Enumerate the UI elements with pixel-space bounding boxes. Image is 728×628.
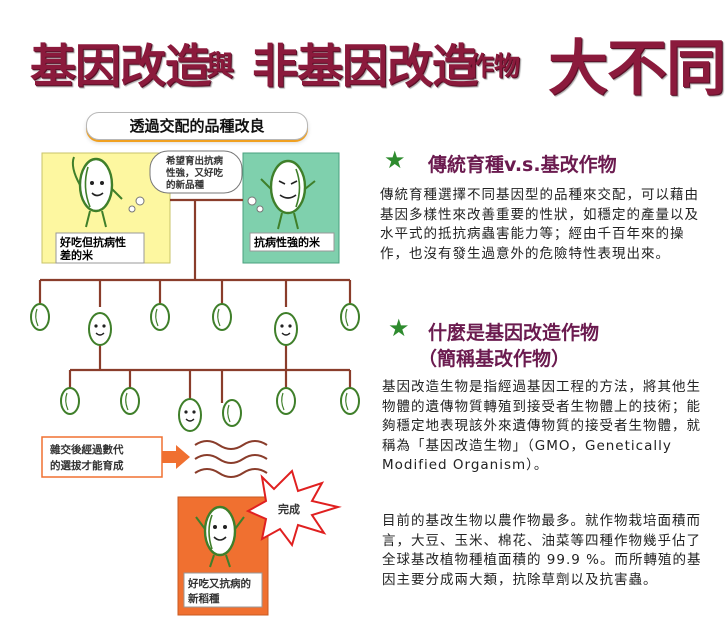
rice-grain-icon: [30, 303, 50, 331]
section2-heading-line1: 什麼是基因改造作物: [428, 322, 600, 344]
title-part-non-gmo: 非基因改造: [252, 39, 478, 93]
rice-grain-icon: [60, 387, 80, 415]
diagram-subtitle-text: 透過交配的品種改良: [129, 117, 265, 135]
left-parent-label-line2: 差的米: [60, 248, 94, 262]
section2-paragraph1: 基因改造生物是指經過基因工程的方法，將其他生物體的遺傳物質轉殖到接受者生物體上的…: [382, 379, 701, 473]
left-parent-label-line1: 好吃但抗病性: [59, 235, 126, 249]
diagram-subtitle: 透過交配的品種改良: [86, 112, 308, 140]
title-part-crops: 作物: [468, 52, 521, 82]
rice-grain-icon: [340, 387, 360, 415]
title-part-gmo: 基因改造: [30, 39, 211, 93]
done-burst-label: 完成: [278, 502, 300, 516]
rice-grain-icon: [150, 303, 170, 331]
selection-note-line1: 雜交後經過數代: [50, 443, 124, 456]
hope-bubble-line1: 希望育出抗病: [166, 155, 224, 167]
rice-grain-icon: [274, 312, 298, 346]
rice-grain-icon: [222, 399, 242, 427]
right-parent-label: 抗病性強的米: [254, 235, 321, 249]
section1-paragraph: 傳統育種選擇不同基因型的品種來交配，可以藉由基因多樣性來改善重要的性狀，如穩定的…: [380, 187, 699, 262]
rice-grain-icon: [120, 387, 140, 415]
title-part-different: 大不同: [548, 34, 726, 104]
selection-note-line2: 的選拔才能育成: [50, 459, 124, 472]
generations-wave: [194, 440, 268, 478]
rice-grain-icon: [178, 398, 202, 432]
rice-grain-icon: [260, 159, 316, 230]
arrow-right-icon: [162, 445, 190, 469]
section1-heading: 傳統育種v.s.基改作物: [428, 154, 617, 176]
result-label-line1: 好吃又抗病的: [187, 577, 251, 590]
result-label-line2: 新稻種: [188, 592, 220, 605]
rice-grain-icon: [71, 156, 123, 228]
breeding-diagram: 好吃但抗病性 差的米 抗病性強的米 希望育出抗病 性強，又好吃 的新品種: [30, 150, 360, 616]
section2-heading-line2: （簡稱基改作物）: [418, 348, 571, 370]
hope-bubble-line3: 的新品種: [166, 179, 205, 191]
star-icon: ★: [388, 314, 410, 342]
star-icon: ★: [384, 146, 406, 174]
family-tree-lines: [38, 198, 352, 400]
page-title: 基因改造 與 非基因改造 作物 大不同: [0, 14, 728, 104]
rice-grain-icon: [212, 303, 232, 331]
title-part-and: 與: [206, 49, 235, 82]
section2-body: 基因改造生物是指經過基因工程的方法，將其他生物體的遺傳物質轉殖到接受者生物體上的…: [382, 378, 704, 476]
rice-grain-icon: [195, 505, 245, 568]
rice-grain-icon: [340, 303, 360, 331]
hope-bubble-line2: 性強，又好吃: [166, 167, 224, 179]
section2-paragraph2: 目前的基改生物以農作物最多。就作物栽培面積而言，大豆、玉米、棉花、油菜等四種作物…: [382, 513, 702, 588]
rice-grain-icon: [88, 312, 112, 346]
burst-icon: [245, 469, 342, 548]
section2-body-2: 目前的基改生物以農作物最多。就作物栽培面積而言，大豆、玉米、棉花、油菜等四種作物…: [382, 512, 704, 590]
section1-body: 傳統育種選擇不同基因型的品種來交配，可以藉由基因多樣性來改善重要的性狀，如穩定的…: [380, 186, 702, 264]
rice-grain-icon: [276, 387, 296, 415]
speech-bubble-icon: [128, 150, 264, 213]
